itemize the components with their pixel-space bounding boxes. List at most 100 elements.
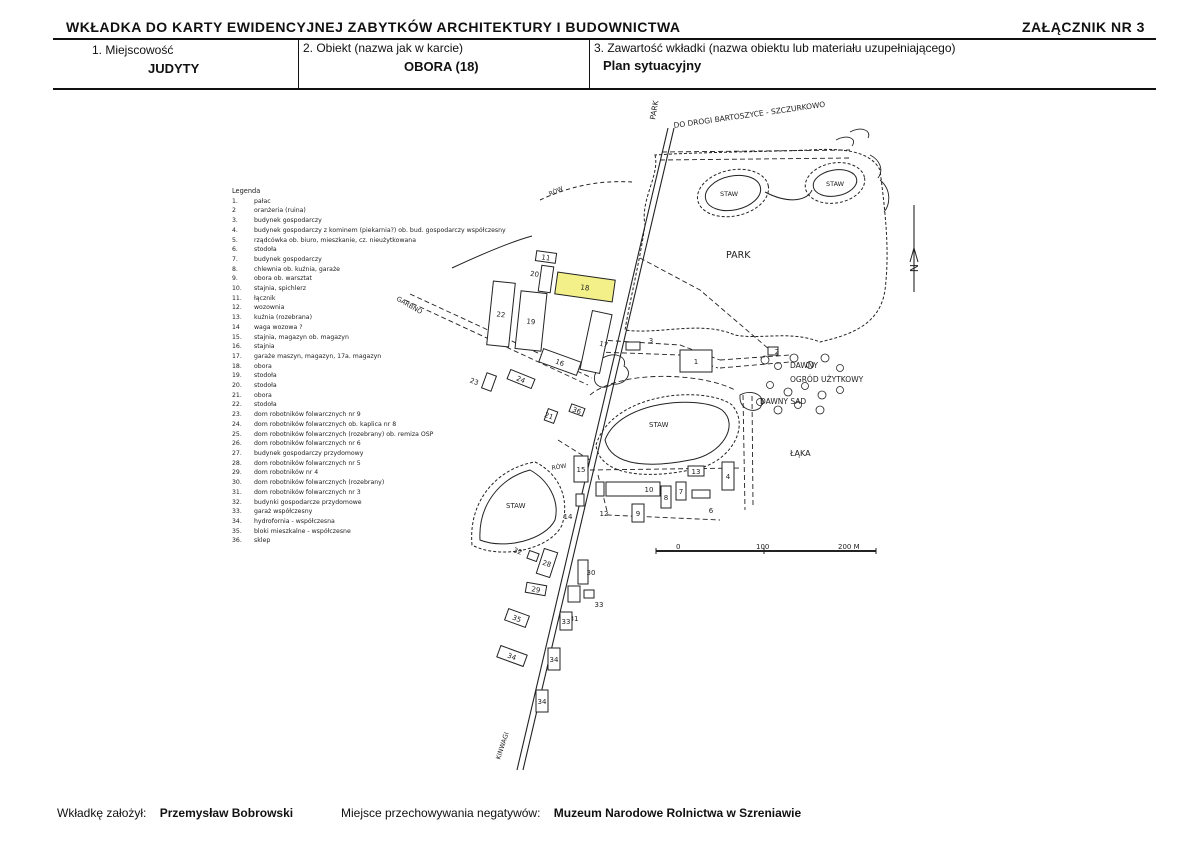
legend-item-text: oranżeria (ruina) (254, 207, 306, 215)
building-32: 32 (512, 546, 540, 563)
legend-item-number: 21. (232, 391, 242, 399)
building-footprint (675, 481, 687, 501)
building-34: 34 (547, 647, 561, 671)
building-footprint (567, 585, 581, 603)
pond-park-left-outer (696, 168, 770, 218)
legend-item-text: stodoła (254, 372, 277, 380)
park-boundary (624, 148, 888, 343)
legend-item-number: 16. (232, 343, 242, 351)
dashed-roads (404, 149, 851, 521)
legend-item: 17.garaże maszyn, magazyn, 17a. magazyn (232, 352, 506, 362)
ditch-label-1: RÓW (548, 185, 564, 198)
legend-item-number: 18. (232, 362, 242, 370)
legend-item-number: 7. (232, 255, 238, 263)
legend-item: 33.garaż współczesny (232, 507, 506, 517)
legend-item: 18. obora (232, 362, 506, 372)
building-21: 21 (543, 408, 559, 424)
building-footprint (625, 341, 641, 351)
building-footprint (679, 349, 713, 373)
legend-item-text: dom robotników folwarcznych ob. kaplica … (254, 420, 397, 428)
header-top-rule (53, 38, 1156, 40)
legend-item-text: hydrofornia - współczesna (254, 517, 335, 525)
pond-southwest-shore (471, 461, 566, 553)
ditch-label-2: RÓW (551, 462, 567, 471)
legend-item-number: 9. (232, 275, 238, 283)
building-footprint (721, 461, 735, 491)
orchard-trees (756, 353, 844, 415)
legend-item-number: 28. (232, 459, 242, 467)
legend-item-number: 17. (232, 352, 242, 360)
building-footprint (577, 559, 589, 585)
building-footprint (554, 271, 616, 303)
building-number-label: 1 (694, 358, 698, 366)
building-number-label: 23 (469, 377, 480, 388)
building-footprint (687, 465, 705, 477)
legend-item-number: 3. (232, 217, 238, 225)
building-29: 29 (524, 581, 548, 597)
building-number-label: 15 (577, 466, 586, 474)
storage-label: Miejsce przechowywania negatywów: (341, 806, 541, 820)
building-footprint (486, 280, 516, 348)
legend-item-number: 27. (232, 449, 242, 457)
building-number-label: 20 (530, 270, 540, 279)
north-arrow (909, 205, 919, 292)
legend-item-number: 2 (232, 207, 236, 215)
legend-item-text: pałac (254, 197, 271, 205)
building-22: 22 (486, 280, 516, 348)
park-label: PARK (726, 250, 751, 261)
building-33: 33 (559, 611, 573, 631)
legend-item-text: łącznik (254, 294, 276, 302)
legend-item: 36. sklep (232, 536, 506, 546)
legend-item-text: sklep (254, 537, 271, 545)
legend-item-text: bloki mieszkalne - współczesne (254, 527, 351, 535)
building-number-label: 35 (511, 614, 522, 625)
storage-name: Muzeum Narodowe Rolnictwa w Szreniawie (553, 806, 802, 820)
legend-item-number: 31. (232, 488, 242, 496)
road-kinwagi-label: KINWAGI (494, 731, 510, 761)
object-label: 2. Obiekt (nazwa jak w karcie) (303, 41, 464, 55)
building-17: 17 (579, 309, 613, 375)
building-number-label: 30 (587, 569, 596, 577)
scale-label-200: 200 M (838, 543, 860, 551)
legend-item-number: 36. (232, 537, 242, 545)
building-6: 6 (691, 489, 714, 515)
building-23: 23 (469, 372, 498, 392)
building-footprint (503, 607, 531, 629)
building-35: 35 (503, 607, 531, 629)
scale-label-0: 0 (676, 543, 680, 551)
legend-item-number: 5. (232, 236, 238, 244)
building-footprint (506, 368, 536, 390)
object-value: OBORA (18) (404, 59, 479, 74)
legend-item: 4.budynek gospodarczy z kominem (piekarn… (232, 226, 506, 236)
building-footprint (568, 403, 586, 417)
legend-item-text: dom robotników nr 4 (254, 469, 319, 477)
legend-item-text: stodoła (254, 382, 277, 390)
legend-item: 5.rządcówka ob. biuro, mieszkanie, cz. n… (232, 236, 506, 246)
building-33: 33 (583, 589, 603, 609)
ditch-north (539, 181, 633, 201)
pond-label-4: STAW (506, 502, 526, 510)
scale-label-100: 100 (756, 543, 769, 551)
legend-item-number: 30. (232, 479, 242, 487)
ditch-park-east (764, 189, 813, 201)
building-number-label: 10 (645, 486, 654, 494)
building-30: 30 (577, 559, 596, 585)
building-7: 7 (675, 481, 687, 501)
building-16: 16 (538, 347, 582, 377)
legend-item: 9.obora ob. warsztat (232, 274, 506, 284)
legend-item: 24.dom robotników folwarcznych ob. kapli… (232, 420, 506, 430)
building-number-label: 32 (512, 546, 523, 557)
building-footprint (579, 309, 613, 375)
road-park-label: PARK (648, 99, 660, 121)
legend-item-number: 14 (232, 323, 240, 331)
founder-label: Wkładkę założył: (57, 806, 147, 820)
legend-item-number: 29. (232, 469, 242, 477)
legend-item-text: obora (254, 362, 272, 370)
ditch-west (451, 235, 533, 269)
legend-item-number: 23. (232, 411, 242, 419)
legend-item: 7.budynek gospodarczy (232, 255, 506, 265)
legend-item: 11.łącznik (232, 294, 506, 304)
